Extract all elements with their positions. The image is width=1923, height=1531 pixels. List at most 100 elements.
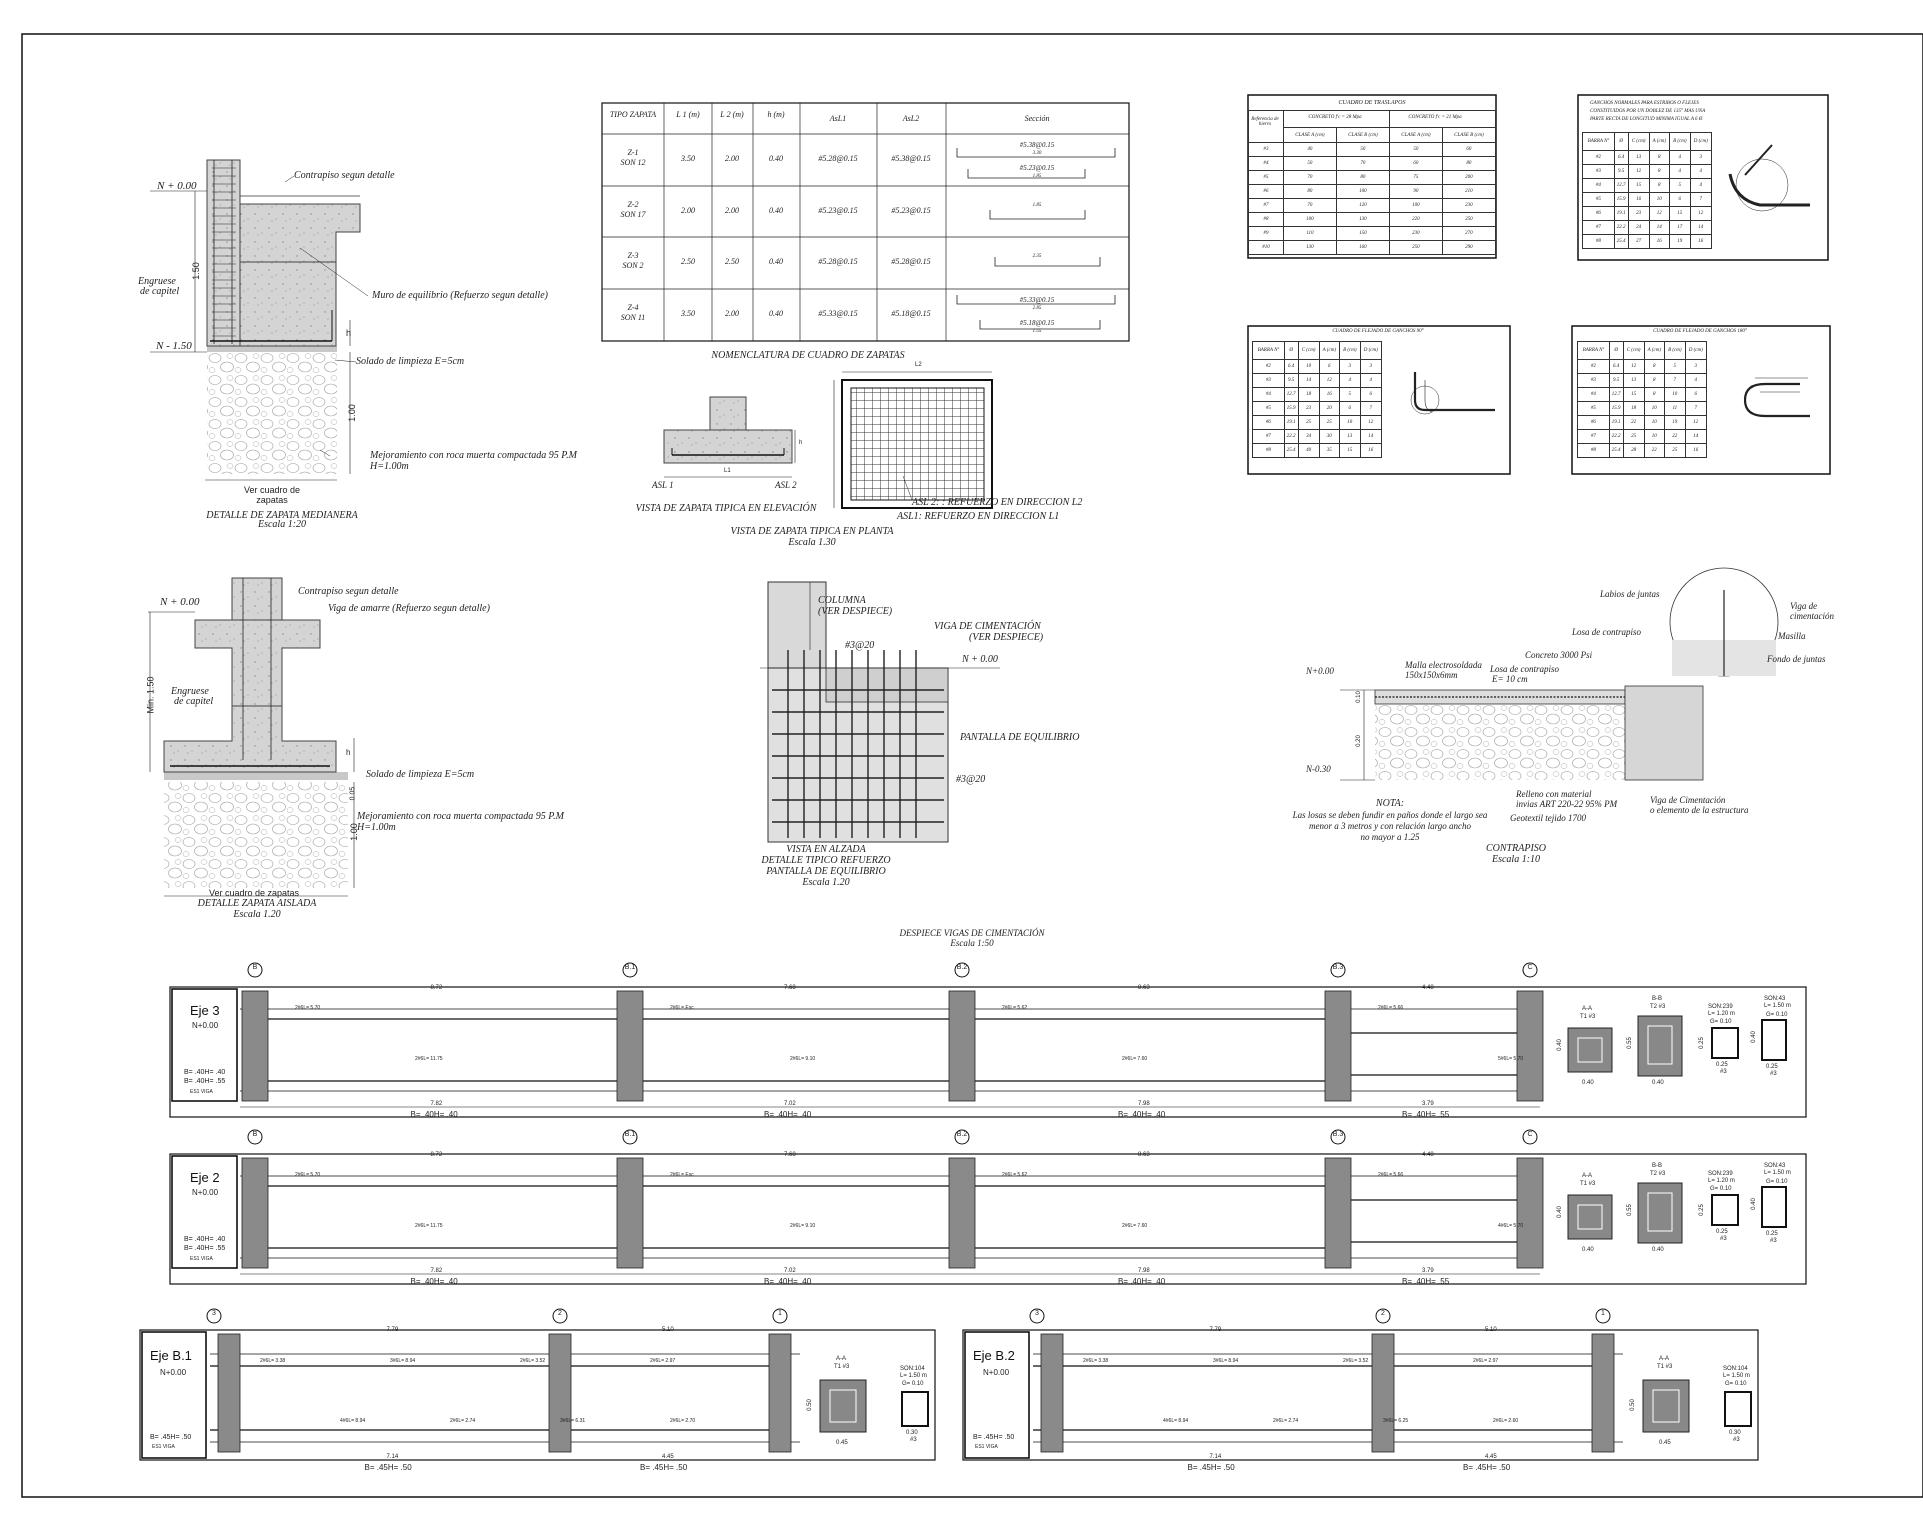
table-cell: 23 [1627,206,1650,221]
table-cell: 22 [1643,443,1666,458]
small-beam-level: N+0.00 [983,1368,1010,1377]
son239-l: L= 1.20 m [1708,1178,1735,1184]
zt-sec2: #5.23@0.15 [1019,164,1055,172]
table-cell: 18 [1297,387,1320,402]
cp-d020: 0.20 [1355,735,1362,747]
medianera-engruese-label: Engruese [138,276,176,287]
zt-l2: 2.00 [725,309,739,318]
d025: 0.25 [1716,1062,1728,1068]
span-dim: 8.63 [1138,985,1150,991]
table-cell: 19.1 [1283,415,1299,430]
bottom-bar-label: 4#6L= 8.94 [1163,1418,1189,1424]
table-cell: #4 [1582,178,1615,193]
table-cell: #3 [1252,373,1285,388]
pantalla-bar-2: #3@20 [956,774,986,785]
table-cell: 70 [1335,156,1390,171]
beam-column [1324,990,1352,1102]
table-cell: 15.9 [1613,192,1629,207]
top-bar-label: 2#6L= 2.97 [1473,1358,1499,1364]
zt-sec1: #5.33@0.15 [1019,296,1055,304]
medianera-capitel-label: de capitel [140,286,180,297]
zt-l2: 2.50 [725,257,739,266]
table-cell: 23 [1297,401,1320,416]
aislada-mejoramiento: Mejoramiento con roca muerta compactada … [357,811,564,822]
small-stirrup [901,1391,929,1427]
beam-title-box [171,988,238,1102]
cp-labios: Labios de juntas [1600,589,1660,599]
bottom-bar-label: 2#6L= 9.10 [790,1056,816,1062]
cp-nota-3: no mayor a 1.25 [1360,832,1420,842]
table-cell: 10 [1643,401,1666,416]
medianera-n-top: N + 0.00 [157,180,197,192]
table-cell: 290 [1441,240,1497,255]
table-cell: 6.4 [1608,359,1624,374]
small-b: #3 [1733,1437,1740,1443]
pantalla-viga-1: VIGA DE CIMENTACIÓN [934,621,1041,632]
table-cell: 9.5 [1613,164,1629,179]
son43-l: L= 1.50 m [1764,1170,1791,1176]
top-bar-label: 2#6L= 5.62 [1002,1005,1028,1011]
cp-losa-2: E= 10 cm [1492,674,1528,684]
table-cell: 18 [1622,401,1645,416]
section-aa-h: 0.40 [1556,1039,1563,1051]
gn-title-3: PARTE RECTA DE LONGITUD MINIMA IGUAL A 6… [1590,117,1703,122]
beam-column [948,990,976,1102]
table-cell: 8 [1643,373,1666,388]
table-cell: 13 [1339,429,1361,444]
cp-masilla: Masilla [1778,631,1806,641]
table-cell: 10 [1339,415,1361,430]
table-cell: 6.4 [1613,150,1629,165]
despiece-scale: Escala 1:50 [950,938,994,948]
table-header-cell: Ø [1608,341,1624,360]
table-cell: 12 [1318,373,1341,388]
table-cell: #8 [1582,234,1615,249]
table-header-cell: BARRA Nº [1582,132,1615,151]
section-aa-h: 0.40 [1556,1206,1563,1218]
table-cell: 9.5 [1283,373,1299,388]
span-dim-bottom: 7.98 [1138,1268,1150,1274]
table-header-cell: A (cm) [1648,132,1671,151]
table-header-cell: C (cm) [1627,132,1650,151]
section-label: B= .40H= .40 [1118,1110,1166,1119]
small-beam-frame [139,1329,936,1461]
axis-bubble [954,1129,970,1145]
small-section-box [1642,1379,1690,1433]
table-cell: 25.4 [1608,443,1624,458]
pantalla-columna-1: COLUMNA [818,595,866,606]
d040-43: 0.40 [1750,1031,1757,1043]
table-header-row: CLASE A (cm)CLASE B (cm)CLASE A (cm)CLAS… [1249,127,1497,143]
medianera-contrapiso-label: Contrapiso segun detalle [294,170,395,181]
table-cell: 22.2 [1283,429,1299,444]
small-section-sub: T1 #3 [1657,1364,1673,1370]
cp-malla-2: 150x150x6mm [1405,670,1458,680]
zt-h-l1: L 1 (m) [676,110,700,119]
table-cell: #8 [1248,212,1284,227]
cp-relleno-1: Relleno con material [1516,789,1592,799]
bottom-bar-label: 3#6L= 6.31 [560,1418,586,1424]
zt-sec1-d: 2.85 [1032,306,1042,311]
small-beam-b: B= .45H= .50 [973,1434,1015,1441]
bottom-bar-label: 5#6L= 5.70 [1498,1056,1524,1062]
top-bar-label: 2#6L= 3.38 [260,1358,286,1364]
table-cell: 75 [1388,170,1443,185]
small-beam-title-box [141,1331,207,1459]
table-cell: 7 [1689,192,1713,207]
small-beam-name: Eje B.1 [150,1348,192,1363]
span-dim: 7.79 [386,1327,399,1333]
table-cell: 9.5 [1608,373,1624,388]
table-cell: 230 [1388,226,1443,241]
span-dim: 4.48 [1422,985,1434,991]
table-cell: 16 [1689,234,1713,249]
table-cell: 130 [1335,212,1390,227]
d025: 0.25 [1716,1229,1728,1235]
table-cell: 14 [1648,220,1671,235]
cp-losa-1: Losa de contrapiso [1490,664,1560,674]
bottom-bar-label: 2#6L= 11.75 [415,1056,443,1062]
d025-43: 0.25 [1766,1231,1778,1237]
zt-h-seccion: Sección [1024,114,1050,123]
table-cell: 8 [1643,387,1666,402]
